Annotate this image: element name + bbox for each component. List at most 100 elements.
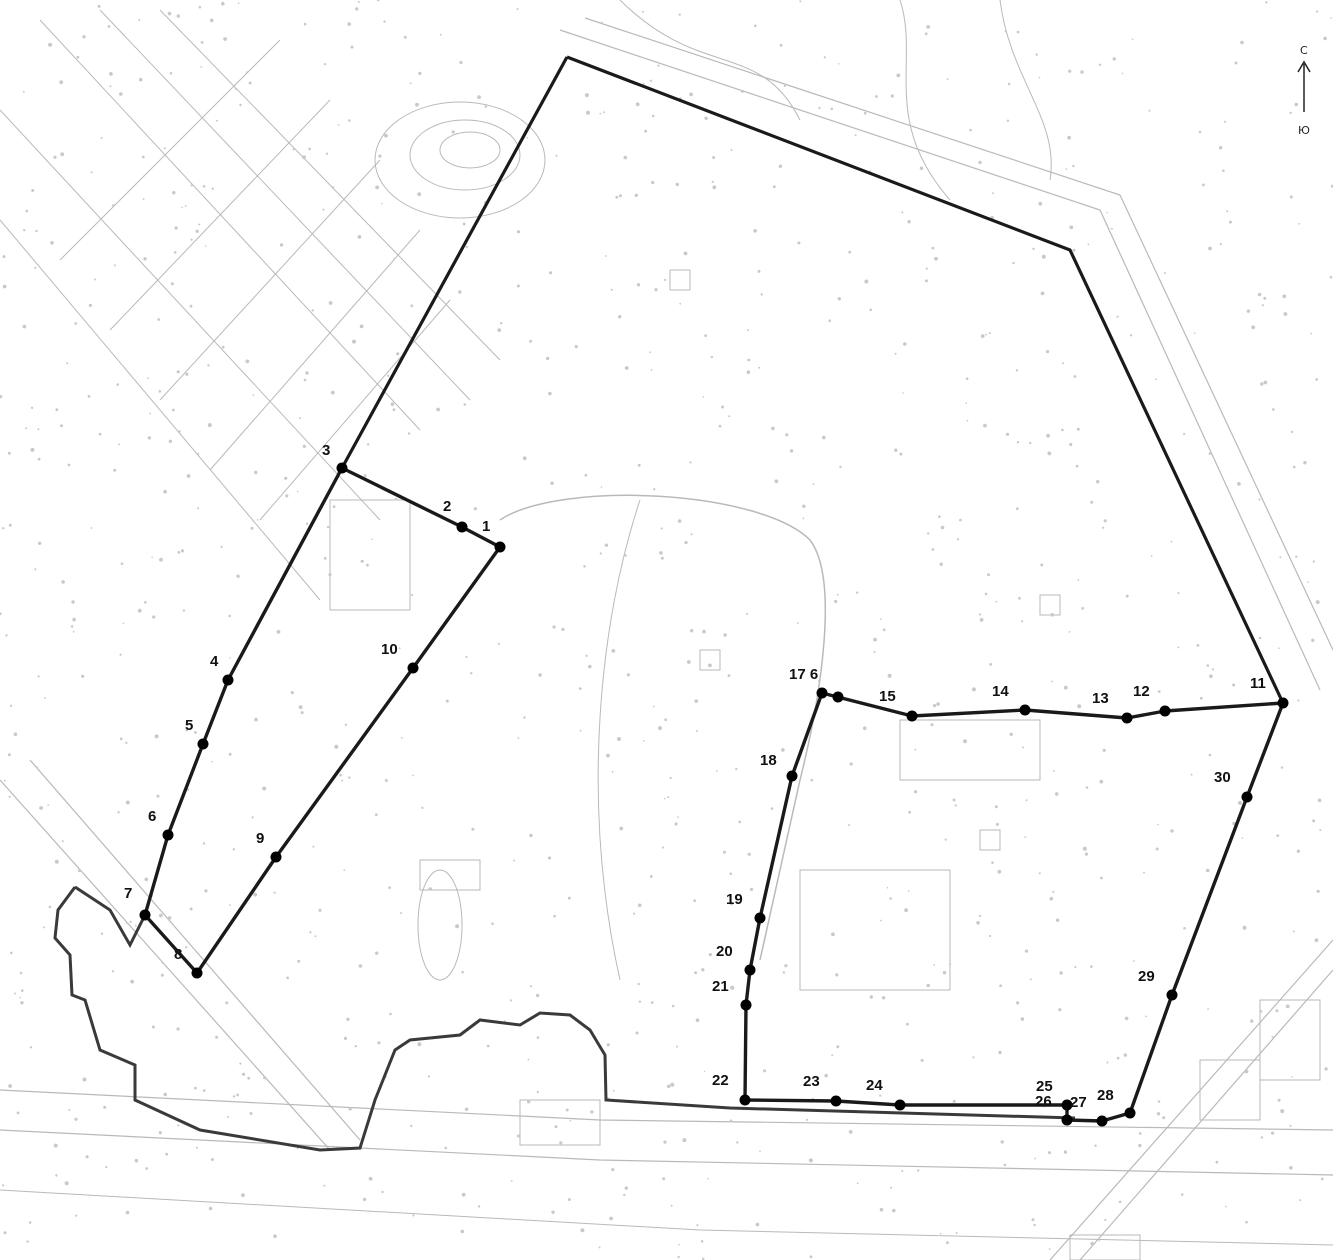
point-label-p11: 11 <box>1250 675 1266 692</box>
vegetation-dot <box>517 737 520 740</box>
vegetation-dot <box>729 872 733 876</box>
vegetation-dot <box>159 557 163 562</box>
boundary-point-p30[interactable] <box>1241 791 1253 803</box>
boundary-point-p16[interactable] <box>816 687 828 699</box>
vegetation-dot <box>754 24 757 28</box>
vegetation-dot <box>880 919 882 922</box>
boundary-point-p6[interactable] <box>162 829 174 841</box>
boundary-point-p14[interactable] <box>1019 704 1031 716</box>
vegetation-dot <box>623 155 628 160</box>
vegetation-dot <box>305 371 309 375</box>
vegetation-dot <box>384 779 388 782</box>
vegetation-dot <box>312 845 315 848</box>
vegetation-dot <box>185 946 188 949</box>
boundary-point-p4[interactable] <box>222 674 234 686</box>
boundary-point-p24[interactable] <box>894 1099 906 1111</box>
vegetation-dot <box>165 1152 169 1156</box>
vegetation-dot <box>375 951 379 955</box>
point-label-p23: 23 <box>803 1073 820 1090</box>
vegetation-dot <box>302 444 306 448</box>
boundary-point-p3[interactable] <box>336 462 348 474</box>
boundary-point-p1[interactable] <box>494 541 506 553</box>
vegetation-dot <box>10 951 13 955</box>
vegetation-dot <box>611 770 614 773</box>
vegetation-dot <box>198 223 201 226</box>
boundary-point-p25[interactable] <box>1061 1099 1073 1111</box>
vegetation-dot <box>747 329 750 332</box>
boundary-point-p11[interactable] <box>1277 697 1289 709</box>
boundary-point-p28[interactable] <box>1124 1107 1136 1119</box>
boundary-point-p19[interactable] <box>754 912 766 924</box>
vegetation-dot <box>1016 441 1020 444</box>
vegetation-dot <box>516 8 519 11</box>
vegetation-dot <box>138 77 143 82</box>
boundary-point-p18[interactable] <box>786 770 798 782</box>
vegetation-dot <box>210 1158 214 1161</box>
vegetation-dot <box>758 366 761 369</box>
vegetation-dot <box>1051 680 1053 683</box>
vegetation-dot <box>774 479 779 484</box>
vegetation-dot <box>908 810 911 814</box>
boundary-point-17[interactable] <box>832 691 844 703</box>
boundary-point-p9[interactable] <box>270 851 282 863</box>
boundary-point-p26[interactable] <box>1061 1114 1073 1126</box>
vegetation-dot <box>42 926 45 929</box>
vegetation-dot <box>68 1108 71 1111</box>
vegetation-dot <box>1069 225 1074 230</box>
vegetation-dot <box>296 1147 299 1150</box>
vegetation-dot <box>686 660 691 664</box>
boundary-point-p12[interactable] <box>1159 705 1171 717</box>
vegetation-dot <box>249 1112 253 1115</box>
vegetation-dot <box>624 366 629 370</box>
vegetation-dot <box>400 912 403 915</box>
vegetation-dot <box>677 1255 680 1259</box>
point-label-p22: 22 <box>712 1072 729 1089</box>
vegetation-dot <box>729 901 734 906</box>
boundary-point-p20[interactable] <box>744 964 756 976</box>
boundary-point-p29[interactable] <box>1166 989 1178 1001</box>
boundary-point-p13[interactable] <box>1121 712 1133 724</box>
vegetation-dot <box>504 1020 506 1022</box>
vegetation-dot <box>901 1170 904 1172</box>
boundary-point-p22[interactable] <box>739 1094 751 1106</box>
boundary-point-p10[interactable] <box>407 662 419 674</box>
boundary-point-p8[interactable] <box>191 967 203 979</box>
boundary-point-p5[interactable] <box>197 738 209 750</box>
vegetation-dot <box>848 1130 853 1134</box>
vegetation-dot <box>994 805 998 809</box>
boundary-point-p2[interactable] <box>456 521 468 533</box>
vegetation-dot <box>189 304 193 308</box>
vegetation-dot <box>1257 292 1262 297</box>
vegetation-dot <box>113 468 117 472</box>
vegetation-dot <box>401 737 403 739</box>
vegetation-dot <box>1067 135 1071 140</box>
boundary-point-p7[interactable] <box>139 909 151 921</box>
vegetation-dot <box>1156 1112 1161 1116</box>
boundary-point-p23[interactable] <box>830 1095 842 1107</box>
vegetation-dot <box>59 80 64 85</box>
vegetation-dot <box>812 483 815 486</box>
vegetation-dot <box>675 182 679 187</box>
vegetation-dot <box>644 129 647 133</box>
vegetation-dot <box>0 612 2 616</box>
point-label-p18: 18 <box>760 752 777 769</box>
vegetation-dot <box>1123 1053 1128 1057</box>
boundary-point-p15[interactable] <box>906 710 918 722</box>
vegetation-dot <box>856 1182 859 1185</box>
vegetation-dot <box>1087 243 1090 246</box>
vegetation-dot <box>536 993 540 998</box>
boundary-point-p27[interactable] <box>1096 1115 1108 1127</box>
vegetation-dot <box>1094 1144 1097 1147</box>
vegetation-dot <box>660 556 664 560</box>
vegetation-dot <box>107 25 111 28</box>
vegetation-dot <box>837 297 841 301</box>
vegetation-dot <box>296 490 299 493</box>
vegetation-dot <box>465 655 468 659</box>
vegetation-dot <box>177 1124 180 1127</box>
vegetation-dot <box>1240 40 1244 45</box>
vegetation-dot <box>72 617 76 622</box>
vegetation-dot <box>641 10 644 13</box>
vegetation-dot <box>1207 1008 1209 1010</box>
boundary-point-p21[interactable] <box>740 999 752 1011</box>
